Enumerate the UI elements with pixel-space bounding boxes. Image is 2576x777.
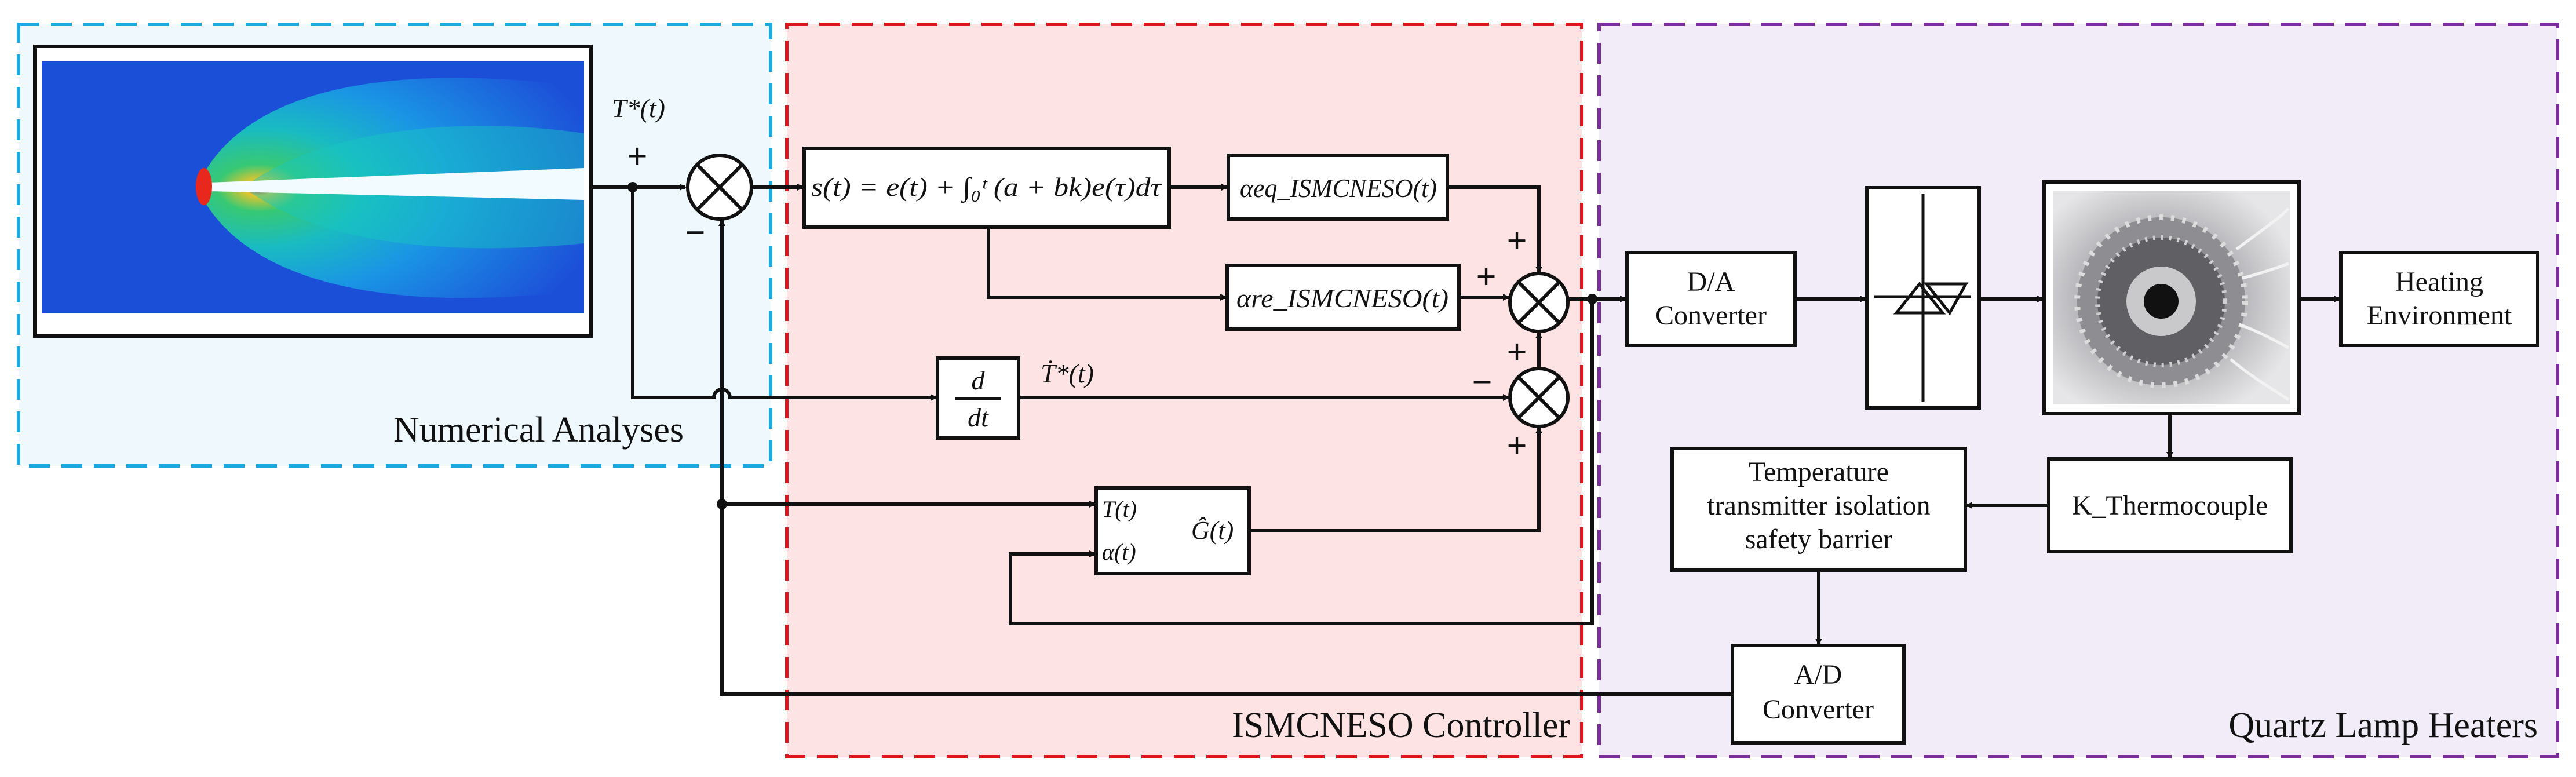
thermocouple-block xyxy=(2047,457,2293,553)
observer-input-alpha: α(t) xyxy=(1102,539,1136,565)
heating-line1: Heating xyxy=(2395,267,2483,297)
da-line1: D/A xyxy=(1687,267,1735,297)
plus-sign: + xyxy=(1506,333,1527,372)
reference-derivative-label: Ṫ*(t) xyxy=(1041,359,1094,388)
derivative-numerator: d xyxy=(972,366,986,395)
minus-sign: − xyxy=(685,213,705,253)
heating-environment-block xyxy=(2339,251,2539,347)
minus-sign: − xyxy=(1472,363,1492,402)
quartz-lamp-photo xyxy=(2042,180,2301,415)
cfd-simulation-image xyxy=(33,45,593,338)
sum-junction-error xyxy=(686,154,753,221)
plus-sign: + xyxy=(1506,426,1527,466)
reference-signal-label: T*(t) xyxy=(612,93,665,123)
region-ismcneso-controller xyxy=(785,23,1583,758)
controller-label: ISMCNESO Controller xyxy=(1232,706,1570,745)
plus-sign: + xyxy=(1506,221,1527,261)
sum-junction-feedforward xyxy=(1508,367,1570,428)
ad-line2: Converter xyxy=(1763,694,1874,725)
reaching-control-block xyxy=(1225,264,1461,331)
derivative-denominator: dt xyxy=(968,403,989,432)
sliding-surface-block xyxy=(802,147,1171,229)
numerical-analyses-label: Numerical Analyses xyxy=(393,410,684,450)
observer-input-temperature: T(t) xyxy=(1102,496,1137,522)
thyristor-block xyxy=(1865,186,1981,410)
transmitter-line1: Temperature xyxy=(1749,457,1889,487)
equivalent-control-block xyxy=(1227,154,1449,221)
alpha-eq-label: αeq_ISMCNESO(t) xyxy=(1240,173,1437,203)
signal-wires xyxy=(591,182,2341,696)
transmitter-block xyxy=(1670,447,1967,572)
ad-line1: A/D xyxy=(1794,659,1842,690)
da-line2: Converter xyxy=(1655,300,1767,331)
sliding-surface-equation: s(t) = e(t) + ∫₀ᵗ (a + bk)e(τ)dτ xyxy=(811,172,1162,203)
heaters-label: Quartz Lamp Heaters xyxy=(2228,706,2538,745)
transmitter-line3: safety barrier xyxy=(1745,524,1893,555)
plus-sign: + xyxy=(627,137,647,176)
transmitter-line2: transmitter isolation xyxy=(1707,490,1930,521)
alpha-re-label: αre_ISMCNESO(t) xyxy=(1236,283,1448,313)
nonlinear-observer-block xyxy=(1094,486,1251,575)
thermocouple-label: K_Thermocouple xyxy=(2072,490,2268,521)
sum-junction-control xyxy=(1508,272,1570,333)
heating-line2: Environment xyxy=(2367,300,2512,331)
observer-output-label: Ĝ(t) xyxy=(1191,516,1234,545)
plus-sign: + xyxy=(1476,257,1496,297)
